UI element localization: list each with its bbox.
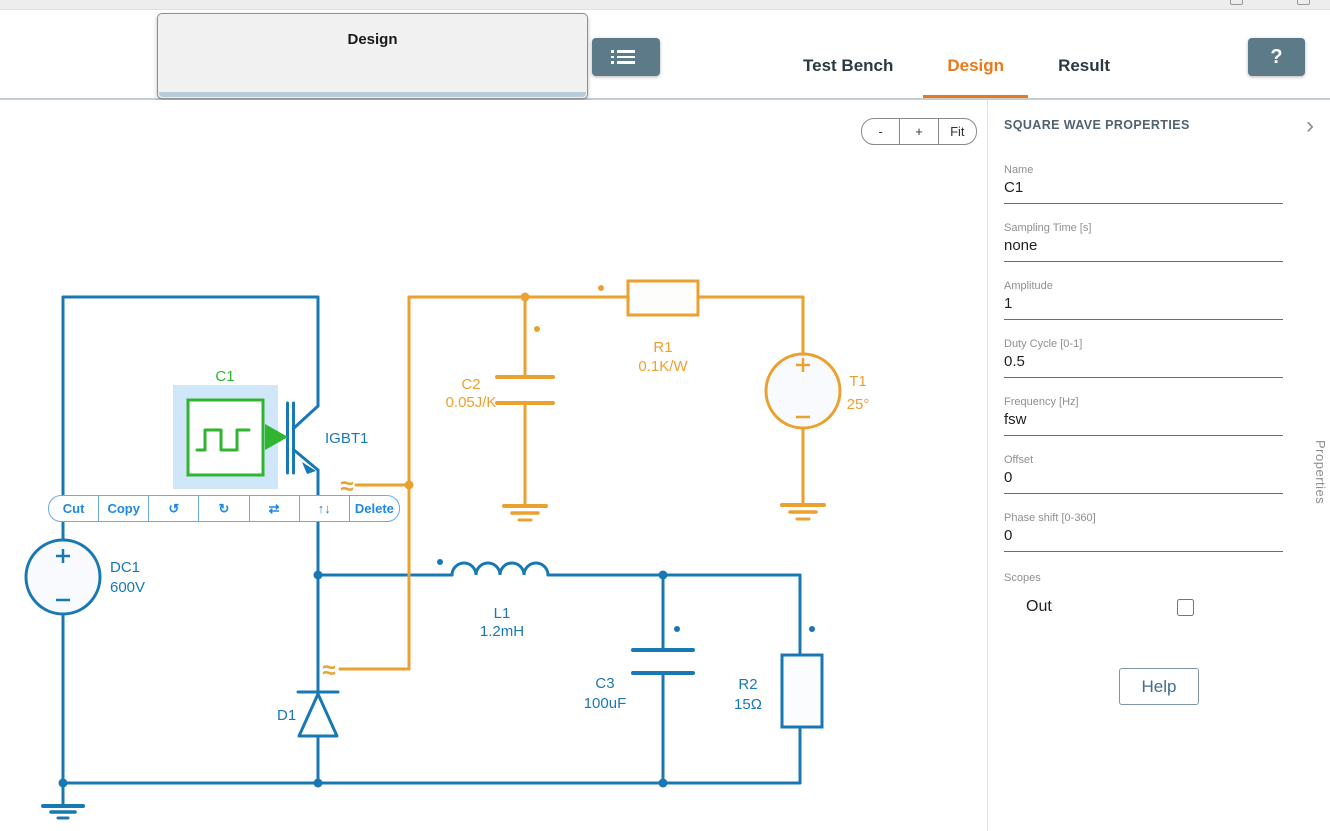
thermal-port-icon: ≈ xyxy=(322,657,335,684)
zoom-out-button[interactable]: - xyxy=(862,119,901,144)
rotate-cw-icon[interactable]: ↻ xyxy=(199,496,250,521)
field-frequency[interactable]: Frequency [Hz] fsw xyxy=(1004,396,1283,436)
scope-out-checkbox[interactable] xyxy=(1177,598,1194,616)
label-c3-value: 100uF xyxy=(584,695,627,712)
field-phase-shift[interactable]: Phase shift [0-360] 0 xyxy=(1004,512,1283,552)
inductor-l1-coil[interactable] xyxy=(450,561,550,577)
label-r1-value: 0.1K/W xyxy=(638,358,688,375)
label-l1-name: L1 xyxy=(494,605,511,622)
zoom-controls: - + Fit xyxy=(861,118,977,145)
chrome-icon-fragment xyxy=(1230,0,1243,5)
copy-button[interactable]: Copy xyxy=(99,496,150,521)
field-label: Sampling Time [s] xyxy=(1004,222,1092,234)
schematic-canvas[interactable]: ≈ ≈ C1 IGBT1 DC1 600V D1 L1 1.2mH C3 100… xyxy=(0,100,987,831)
rotate-ccw-icon[interactable]: ↺ xyxy=(149,496,200,521)
tab-result[interactable]: Result xyxy=(1058,56,1111,75)
field-label: Offset xyxy=(1004,454,1034,466)
component-list-button[interactable] xyxy=(592,38,660,76)
igbt1-symbol[interactable] xyxy=(286,401,320,475)
thermal-resistor-r1[interactable] xyxy=(626,279,700,317)
tab-design[interactable]: Design xyxy=(923,56,1028,98)
collapse-panel-chevron-icon[interactable]: › xyxy=(1306,112,1314,139)
properties-side-tab[interactable]: Properties xyxy=(1313,440,1328,505)
plus-sign xyxy=(796,358,810,372)
field-label: Frequency [Hz] xyxy=(1004,396,1079,408)
label-r2-name: R2 xyxy=(738,676,757,693)
scope-out-row: Out xyxy=(1004,598,1283,616)
list-icon xyxy=(611,50,635,64)
label-t1-name: T1 xyxy=(849,373,867,390)
label-l1-value: 1.2mH xyxy=(480,623,524,640)
property-fields: Name C1 Sampling Time [s] none Amplitude… xyxy=(1004,164,1283,552)
component-context-menu: Cut Copy ↺ ↻ ⇄ ↑↓ Delete xyxy=(48,495,400,522)
field-value-input[interactable]: 0.5 xyxy=(1004,353,1025,370)
app-header: Design Test Bench Design Result ? xyxy=(0,10,1330,100)
design-title-card[interactable]: Design xyxy=(157,13,588,99)
resistor-r2[interactable] xyxy=(780,653,824,729)
temperature-source-t1[interactable] xyxy=(764,352,842,430)
delete-button[interactable]: Delete xyxy=(354,501,394,516)
label-c2-value: 0.05J/K xyxy=(446,394,497,411)
dc-source-dc1[interactable] xyxy=(24,538,102,616)
power-circuit-wires[interactable] xyxy=(41,295,802,820)
field-sampling-time[interactable]: Sampling Time [s] none xyxy=(1004,222,1283,262)
field-duty-cycle[interactable]: Duty Cycle [0-1] 0.5 xyxy=(1004,338,1283,378)
field-amplitude[interactable]: Amplitude 1 xyxy=(1004,280,1283,320)
field-name[interactable]: Name C1 xyxy=(1004,164,1283,204)
scope-out-label: Out xyxy=(1026,598,1052,615)
field-value-input[interactable]: fsw xyxy=(1004,411,1027,428)
schematic-svg: ≈ ≈ C1 IGBT1 DC1 600V D1 L1 1.2mH C3 100… xyxy=(24,279,870,820)
diode-d1[interactable] xyxy=(296,690,340,738)
blue-junction-dots xyxy=(58,559,815,788)
help-button[interactable]: Help xyxy=(1119,668,1199,705)
thermal-port-icon: ≈ xyxy=(340,473,353,500)
field-label: Phase shift [0-360] xyxy=(1004,512,1096,524)
field-label: Duty Cycle [0-1] xyxy=(1004,338,1083,350)
label-dc1-value: 600V xyxy=(110,579,145,596)
design-card-accent xyxy=(159,92,586,97)
panel-header: SQUARE WAVE PROPERTIES › xyxy=(988,100,1330,139)
zoom-fit-button[interactable]: Fit xyxy=(939,119,976,144)
label-d1: D1 xyxy=(277,707,296,724)
square-wave-source-c1[interactable] xyxy=(186,398,288,477)
field-value-input[interactable]: 1 xyxy=(1004,295,1013,312)
label-dc1-name: DC1 xyxy=(110,559,140,576)
thermal-circuit-wires[interactable] xyxy=(338,295,826,671)
chrome-icon-fragment xyxy=(1297,0,1310,5)
output-port-arrow xyxy=(265,424,288,450)
zoom-in-button[interactable]: + xyxy=(900,119,939,144)
main-tabs: Test Bench Design Result xyxy=(779,56,1134,98)
label-c2-name: C2 xyxy=(461,376,480,393)
design-card-title: Design xyxy=(347,31,398,48)
field-value-input[interactable]: 0 xyxy=(1004,469,1013,486)
label-igbt1: IGBT1 xyxy=(325,430,368,447)
square-wave-icon xyxy=(195,428,251,452)
tab-test-bench[interactable]: Test Bench xyxy=(803,56,894,75)
plus-sign xyxy=(56,549,70,563)
field-value-input[interactable]: C1 xyxy=(1004,179,1024,196)
field-value-input[interactable]: 0 xyxy=(1004,527,1013,544)
scopes-section-label: Scopes xyxy=(1004,572,1041,584)
cut-button[interactable]: Cut xyxy=(49,496,100,521)
field-label: Amplitude xyxy=(1004,280,1053,292)
flip-vertical-icon[interactable]: ↑↓ xyxy=(300,496,350,521)
label-r1-name: R1 xyxy=(653,339,672,356)
label-r2-value: 15Ω xyxy=(734,696,762,713)
help-question-button[interactable]: ? xyxy=(1248,38,1305,76)
label-t1-value: 25° xyxy=(847,396,870,413)
properties-panel: SQUARE WAVE PROPERTIES › Name C1 Samplin… xyxy=(987,100,1330,831)
label-c3-name: C3 xyxy=(595,675,614,692)
field-label: Name xyxy=(1004,164,1034,176)
label-c1: C1 xyxy=(215,368,234,385)
browser-chrome-strip xyxy=(0,0,1330,10)
thermal-junction-dots xyxy=(404,285,604,490)
field-value-input[interactable]: none xyxy=(1004,237,1038,254)
field-offset[interactable]: Offset 0 xyxy=(1004,454,1283,494)
panel-title: SQUARE WAVE PROPERTIES xyxy=(1004,118,1190,132)
flip-horizontal-icon[interactable]: ⇄ xyxy=(250,496,300,521)
emitter-arrow xyxy=(302,462,316,474)
